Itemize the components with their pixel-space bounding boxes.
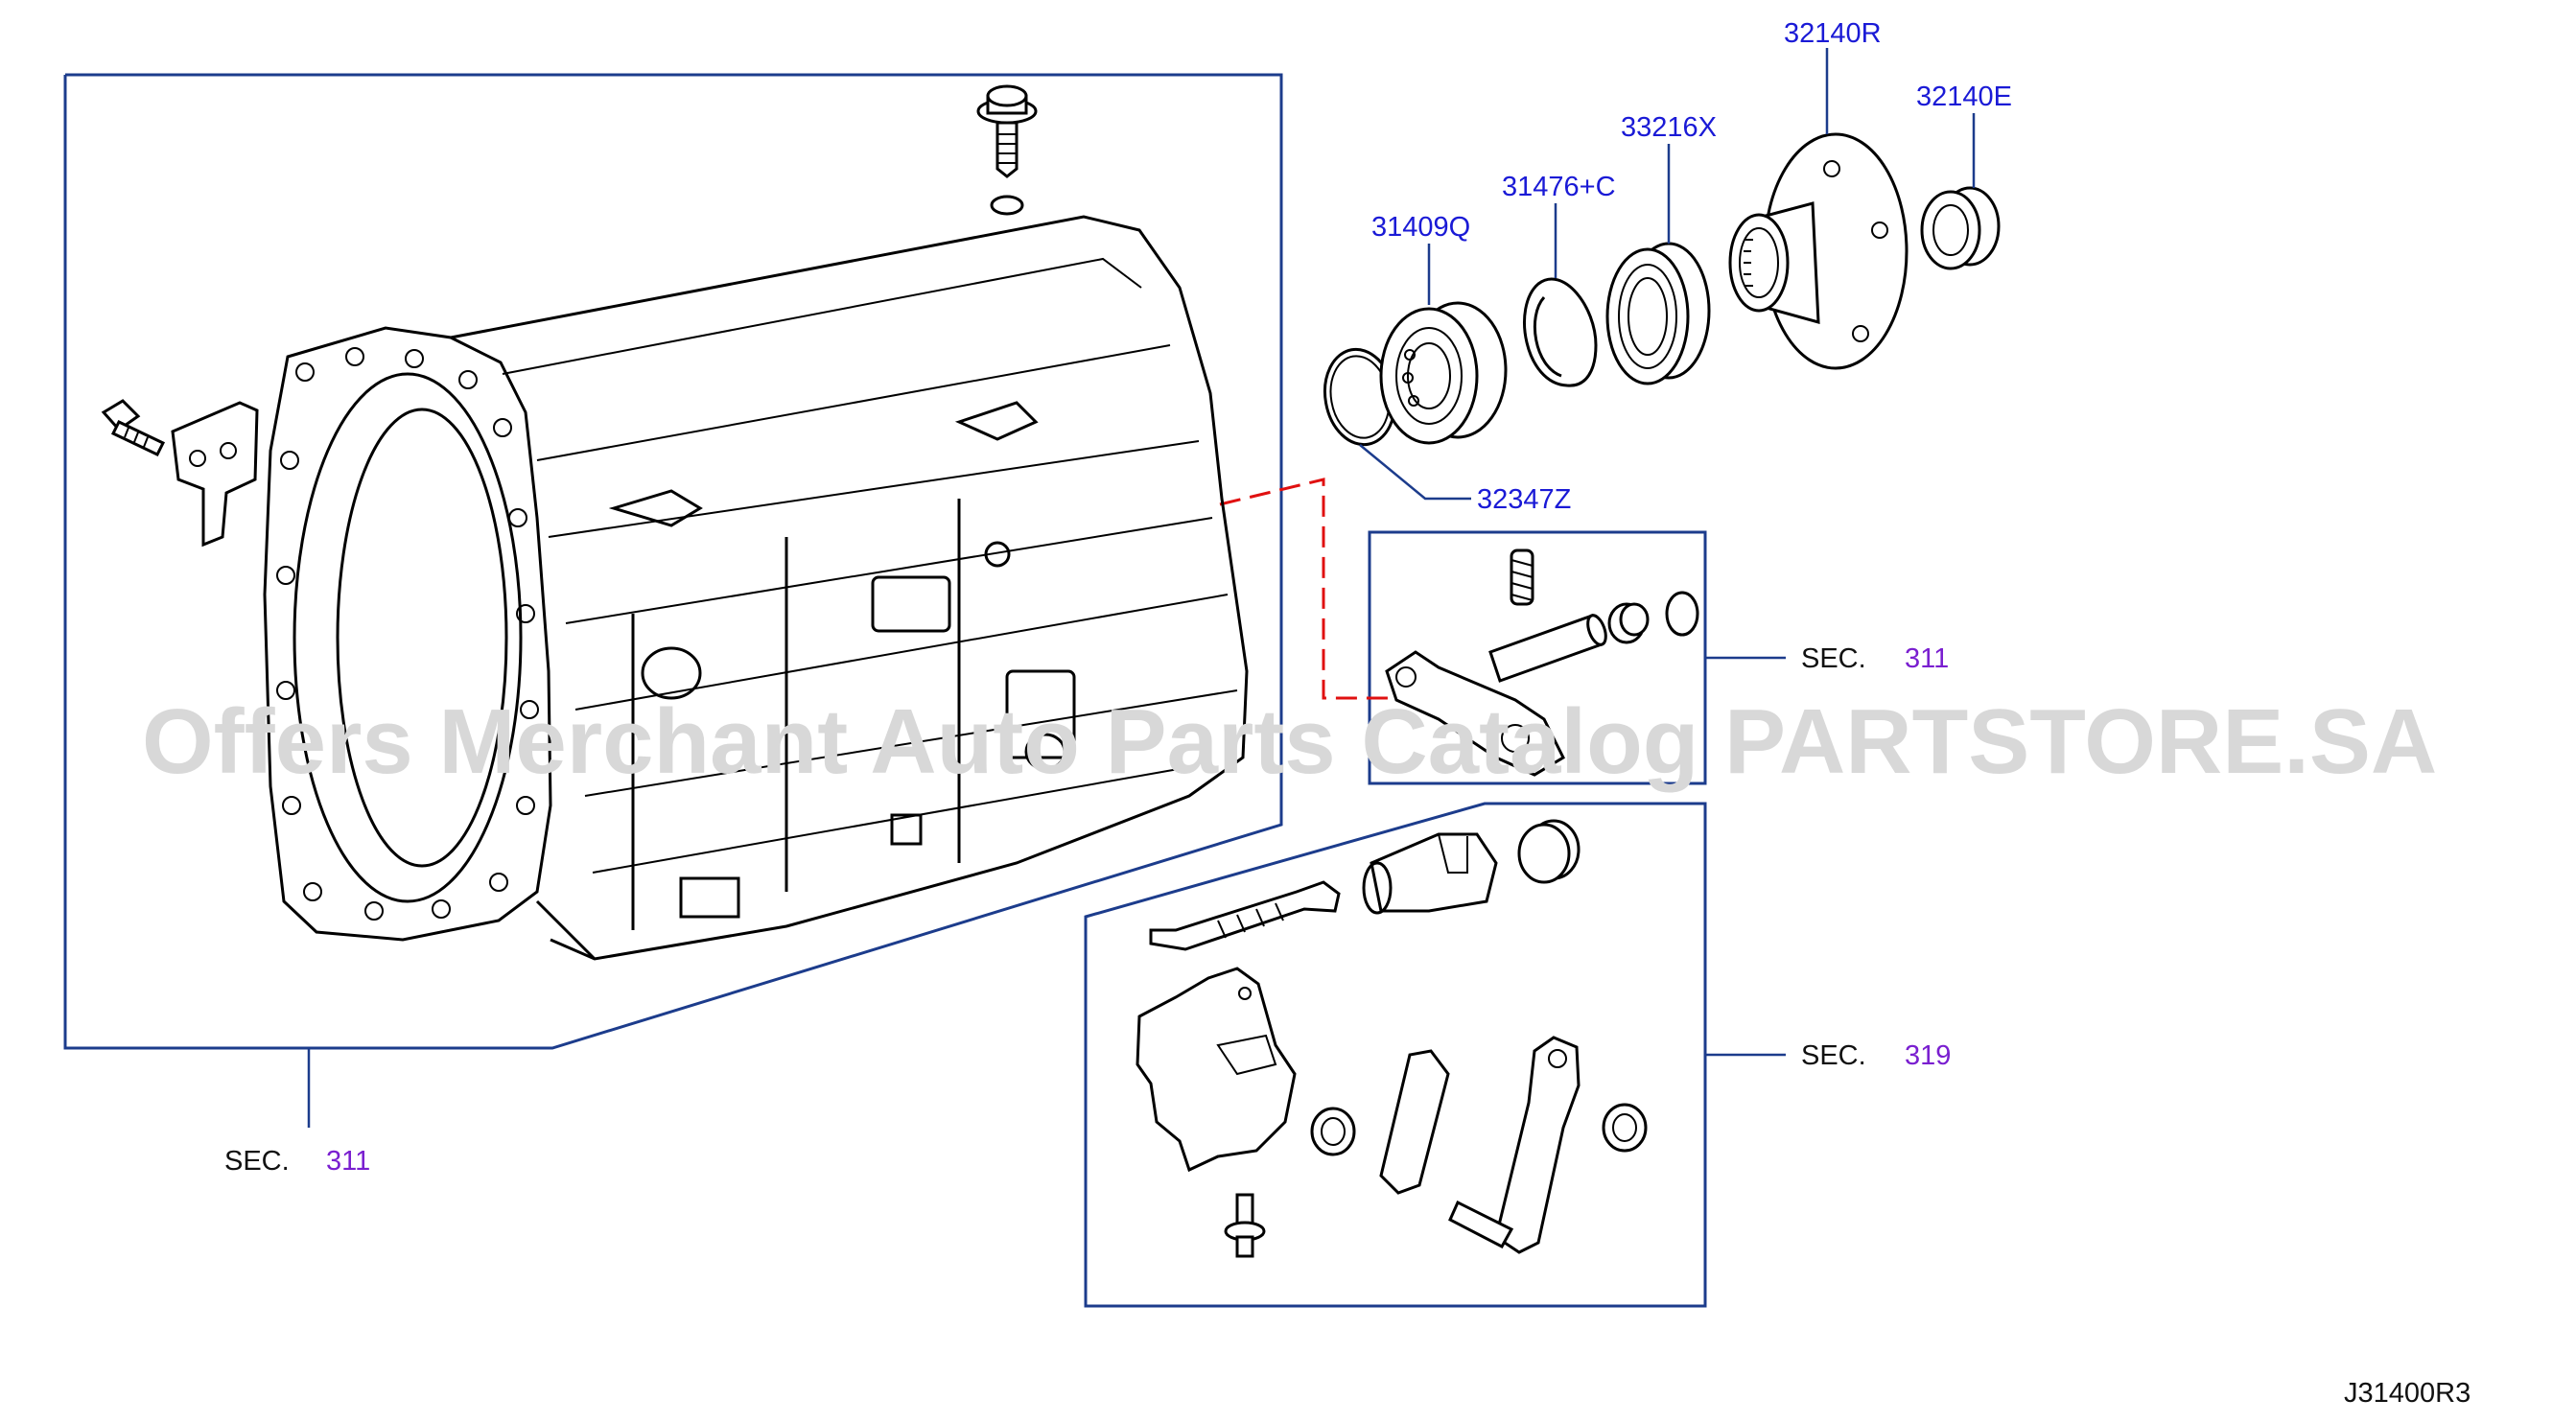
sec-ref-case-prefix: SEC. (224, 1146, 290, 1177)
manual-lever-icon[interactable] (1448, 1036, 1581, 1254)
pin-icon[interactable] (1488, 613, 1609, 683)
bearing-31409Q-icon[interactable] (1379, 301, 1508, 445)
detent-link-dashed-line (1219, 478, 1391, 700)
snap-ring-31476C-icon[interactable] (1523, 277, 1598, 387)
left-bolt-icon[interactable] (101, 399, 166, 456)
top-bolt-icon[interactable] (976, 84, 1038, 178)
part-leader-lines (1359, 48, 1976, 501)
sec-ref-parking-number[interactable]: 319 (1905, 1040, 1951, 1071)
parking-pawl-icon[interactable] (1379, 1049, 1450, 1195)
part-label-31409Q[interactable]: 31409Q (1371, 212, 1470, 243)
left-bracket-icon[interactable] (171, 401, 259, 548)
parking-rod-icon[interactable] (1149, 880, 1341, 951)
top-washer-icon[interactable] (990, 195, 1024, 216)
part-label-32140R[interactable]: 32140R (1784, 18, 1882, 49)
nut-32140E-icon[interactable] (1920, 186, 2001, 270)
seal-33216X-icon[interactable] (1605, 242, 1711, 385)
case-frame (63, 73, 1283, 1050)
part-label-33216X[interactable]: 33216X (1621, 112, 1717, 143)
watermark-text: Offers Merchant Auto Parts Catalog PARTS… (142, 690, 2437, 793)
parking-cap-icon[interactable] (1517, 819, 1581, 884)
parking-bushing-icon[interactable] (1310, 1107, 1356, 1156)
sec-ref-case-number[interactable]: 311 (326, 1146, 370, 1177)
spring-icon[interactable] (1510, 548, 1534, 606)
detent-lever-icon[interactable] (1385, 650, 1565, 777)
sec-ref-parking-prefix: SEC. (1801, 1040, 1866, 1071)
small-o-ring-icon[interactable] (1665, 591, 1699, 637)
parking-bracket-icon[interactable] (1136, 967, 1297, 1173)
parking-sleeve-icon[interactable] (1362, 832, 1498, 915)
transmission-case-drawing[interactable] (263, 215, 1249, 961)
part-label-32140E[interactable]: 32140E (1916, 82, 2012, 112)
parking-bolt-icon[interactable] (1224, 1193, 1266, 1258)
detent-plug-icon[interactable] (1607, 602, 1650, 644)
flange-32140R-icon[interactable] (1728, 132, 1909, 370)
part-label-31476C[interactable]: 31476+C (1502, 172, 1616, 202)
part-label-32347Z[interactable]: 32347Z (1477, 484, 1571, 515)
sec-ref-manual-shaft-prefix: SEC. (1801, 643, 1866, 674)
sec-ref-manual-shaft-number[interactable]: 311 (1905, 643, 1949, 674)
diagram-code: J31400R3 (2344, 1378, 2471, 1409)
manual-seal-icon[interactable] (1602, 1103, 1648, 1153)
